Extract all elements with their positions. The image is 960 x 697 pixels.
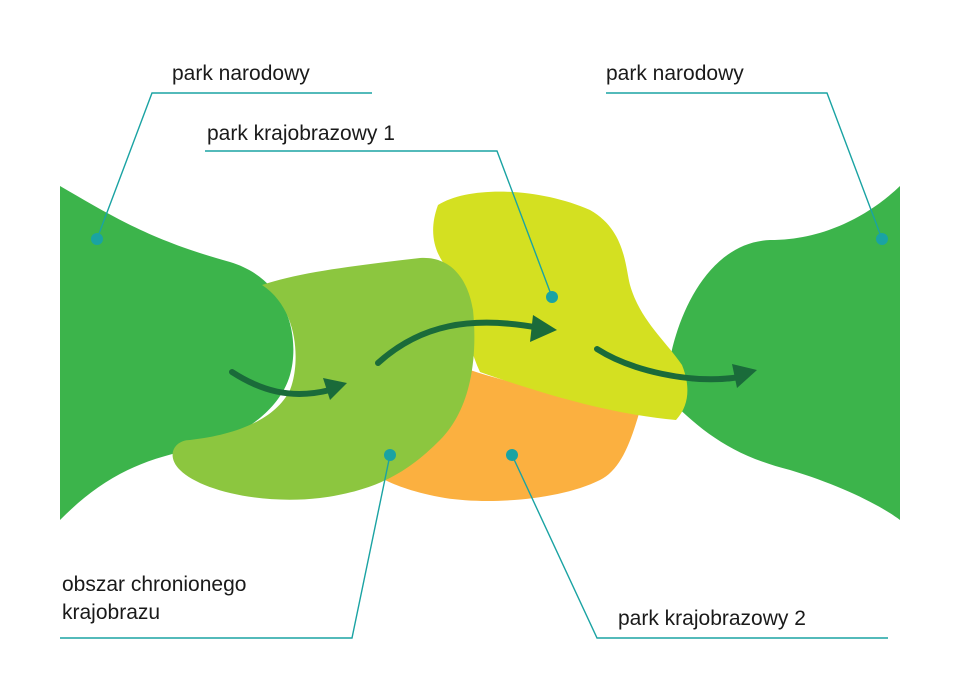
marker-dots-group	[91, 233, 888, 461]
landscape-park-2-area	[385, 370, 640, 501]
label-national-park-right: park narodowy	[606, 62, 744, 85]
arrow-2-shaft	[375, 319, 543, 366]
leader-line-protected-landscape	[60, 454, 391, 639]
arrow-2-head	[530, 315, 557, 342]
leader-line-landscape-park-2	[511, 454, 888, 639]
national-park-left-area	[60, 186, 294, 520]
arrow-3-head	[732, 364, 757, 388]
marker-dot-landscape-park-2	[506, 449, 518, 461]
label-protected-landscape-line-1: obszar chronionego	[62, 573, 246, 596]
leader-lines-group	[60, 92, 888, 639]
arrow-3-shaft	[594, 346, 743, 383]
arrow-1-head	[323, 378, 347, 400]
label-national-park-left: park narodowy	[172, 62, 310, 85]
leader-line-national-park-right	[606, 92, 883, 240]
marker-dot-national-park-left	[91, 233, 103, 245]
leader-line-landscape-park-1	[205, 150, 553, 298]
national-park-right-area	[665, 186, 900, 520]
arrows-group	[229, 315, 757, 400]
label-landscape-park-2: park krajobrazowy 2	[618, 607, 806, 630]
label-landscape-park-1: park krajobrazowy 1	[207, 122, 395, 145]
marker-dot-protected-landscape	[384, 449, 396, 461]
label-protected-landscape-line-2: krajobrazu	[62, 601, 160, 624]
marker-dot-landscape-park-1	[546, 291, 558, 303]
marker-dot-national-park-right	[876, 233, 888, 245]
arrow-1-shaft	[229, 369, 333, 397]
leader-line-national-park-left	[96, 92, 372, 240]
